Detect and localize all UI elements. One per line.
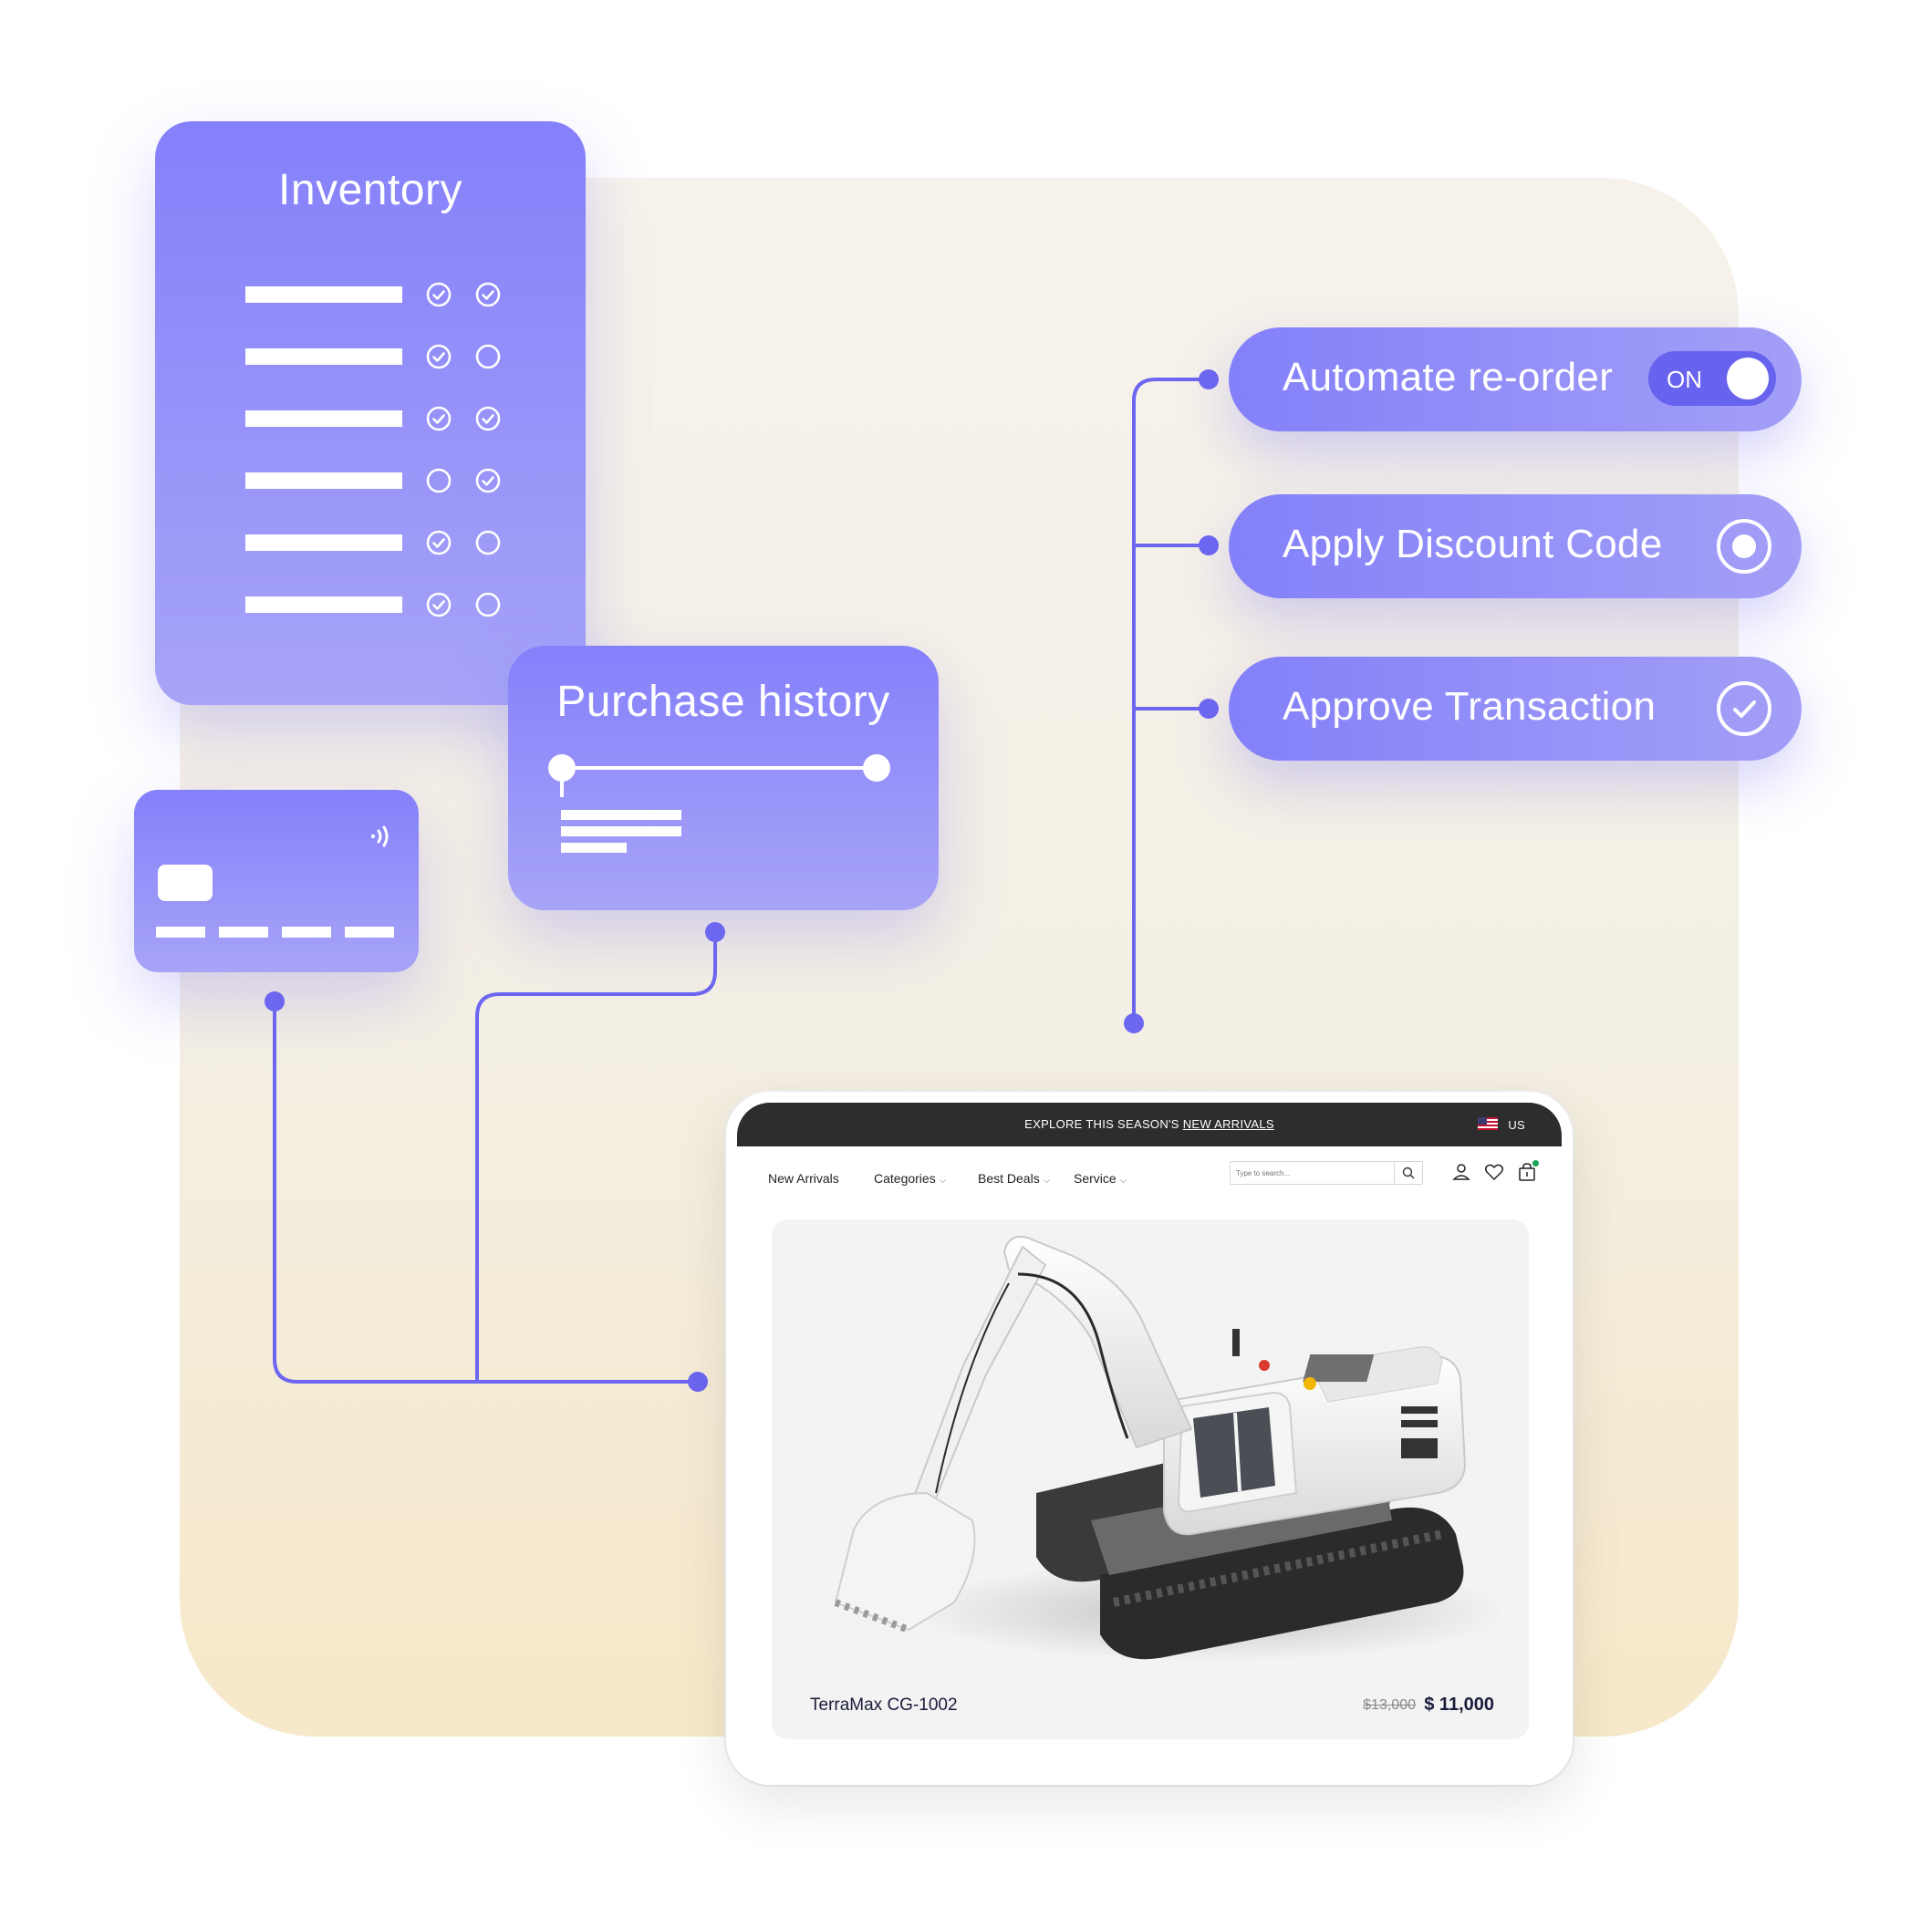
approve-transaction-label: Approve Transaction — [1283, 684, 1657, 729]
inventory-row — [245, 406, 501, 431]
purchase-timeline — [548, 754, 890, 853]
connector-actions-spine — [1132, 378, 1209, 1023]
radio-selected-icon[interactable] — [1716, 518, 1772, 575]
nav-categories-label: Categories — [874, 1171, 936, 1186]
card-number-segment — [219, 927, 268, 938]
check-circle-icon[interactable] — [475, 468, 501, 493]
contactless-icon — [370, 825, 389, 847]
check-circle-icon[interactable] — [426, 406, 452, 431]
nav-service-label: Service — [1074, 1171, 1117, 1186]
chevron-down-icon: ⌵ — [1119, 1176, 1127, 1186]
connector-history-to-store — [475, 933, 717, 1382]
inventory-item-bar — [245, 286, 402, 303]
card-number-segment — [156, 927, 205, 938]
excavator-image — [834, 1236, 1501, 1662]
user-icon[interactable] — [1450, 1161, 1472, 1183]
check-circle-icon[interactable] — [1716, 680, 1772, 737]
promo-text: EXPLORE THIS SEASON'S NEW ARRIVALS — [737, 1117, 1562, 1131]
nav-best-deals[interactable]: Best Deals⌵ — [978, 1171, 1050, 1186]
inventory-row — [245, 282, 501, 307]
promo-link[interactable]: NEW ARRIVALS — [1182, 1117, 1274, 1131]
cart-notification-dot — [1532, 1160, 1539, 1167]
timeline-end-node — [863, 754, 890, 782]
purchase-history-card: Purchase history — [508, 646, 939, 910]
check-circle-icon[interactable] — [475, 406, 501, 431]
node-approve — [1199, 699, 1219, 719]
inventory-item-bar — [245, 348, 402, 365]
inventory-title: Inventory — [278, 166, 462, 214]
nav-categories[interactable]: Categories⌵ — [874, 1171, 946, 1186]
empty-circle-icon[interactable] — [475, 344, 501, 369]
credit-card — [134, 790, 419, 972]
connector-card-to-store — [273, 1000, 698, 1384]
node-discount — [1199, 535, 1219, 555]
store-nav: New Arrivals Categories⌵ Best Deals⌵ Ser… — [726, 1146, 1573, 1201]
inventory-row — [245, 344, 501, 369]
automate-reorder-label: Automate re-order — [1283, 355, 1614, 399]
toggle-knob — [1727, 358, 1769, 399]
search-input[interactable] — [1231, 1162, 1398, 1184]
toggle-state-text: ON — [1667, 366, 1702, 393]
product-price: $ 11,000 — [1424, 1695, 1494, 1715]
node-history — [705, 922, 725, 942]
empty-circle-icon[interactable] — [426, 468, 452, 493]
approve-transaction-pill[interactable]: Approve Transaction — [1229, 657, 1802, 761]
apply-discount-pill[interactable]: Apply Discount Code — [1229, 494, 1802, 598]
shopping-bag-icon[interactable] — [1516, 1161, 1538, 1183]
nav-service[interactable]: Service⌵ — [1074, 1171, 1127, 1186]
check-circle-icon[interactable] — [426, 530, 452, 555]
inventory-row — [245, 468, 501, 493]
promo-prefix: EXPLORE THIS SEASON'S — [1024, 1117, 1183, 1131]
card-number-segment — [282, 927, 331, 938]
inventory-row — [245, 592, 501, 617]
product-card[interactable]: TerraMax CG-1002 $13,000 $ 11,000 — [772, 1219, 1529, 1739]
node-store — [688, 1372, 708, 1392]
inventory-item-bar — [245, 410, 402, 427]
check-circle-icon[interactable] — [426, 592, 452, 617]
check-circle-icon[interactable] — [426, 344, 452, 369]
region-label[interactable]: US — [1508, 1118, 1525, 1132]
promo-bar: EXPLORE THIS SEASON'S NEW ARRIVALS US — [737, 1103, 1562, 1146]
node-automate — [1199, 369, 1219, 389]
us-flag-icon — [1478, 1117, 1498, 1130]
apply-discount-label: Apply Discount Code — [1283, 522, 1663, 566]
nav-best-deals-label: Best Deals — [978, 1171, 1040, 1186]
inventory-item-bar — [245, 472, 402, 489]
product-old-price: $13,000 — [1363, 1697, 1416, 1713]
search-icon — [1402, 1167, 1415, 1179]
inventory-card: Inventory — [155, 121, 586, 705]
node-actions-bottom — [1124, 1013, 1144, 1033]
chevron-down-icon: ⌵ — [1043, 1176, 1051, 1186]
inventory-item-bar — [245, 534, 402, 551]
inventory-item-bar — [245, 596, 402, 613]
node-card — [265, 991, 285, 1011]
search-box — [1230, 1161, 1423, 1185]
product-name[interactable]: TerraMax CG-1002 — [810, 1695, 958, 1715]
inventory-row — [245, 530, 501, 555]
check-circle-icon[interactable] — [426, 282, 452, 307]
empty-circle-icon[interactable] — [475, 592, 501, 617]
empty-circle-icon[interactable] — [475, 530, 501, 555]
check-circle-icon[interactable] — [475, 282, 501, 307]
chevron-down-icon: ⌵ — [939, 1176, 947, 1186]
heart-icon[interactable] — [1483, 1161, 1505, 1183]
card-number-segment — [345, 927, 394, 938]
card-chip — [158, 865, 213, 901]
purchase-history-title: Purchase history — [556, 678, 890, 726]
storefront-tablet: EXPLORE THIS SEASON'S NEW ARRIVALS US Ne… — [726, 1092, 1573, 1785]
timeline-start-node — [548, 754, 576, 782]
nav-new-arrivals[interactable]: New Arrivals — [768, 1171, 839, 1186]
search-button[interactable] — [1394, 1162, 1422, 1184]
automate-reorder-toggle[interactable]: ON — [1648, 351, 1776, 406]
automate-reorder-pill[interactable]: Automate re-order ON — [1229, 327, 1802, 431]
